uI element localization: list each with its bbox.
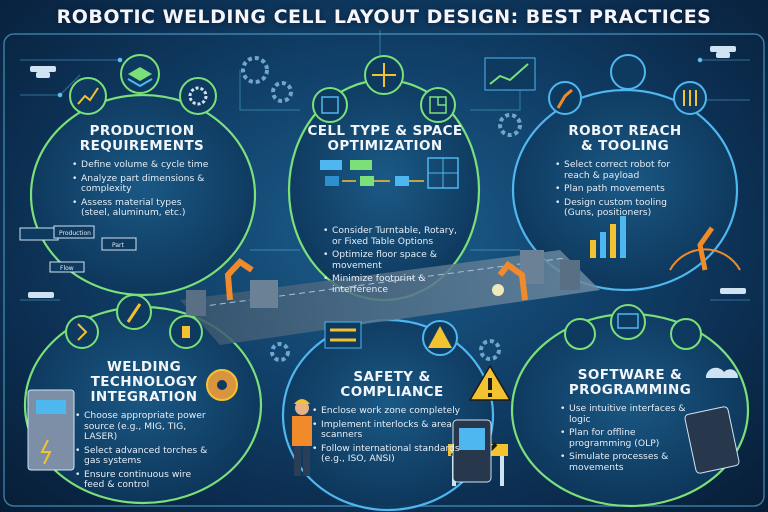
bullet-list: Use intuitive interfaces & logic Plan fo… xyxy=(560,403,700,473)
bar-chart-icon xyxy=(69,77,107,115)
gear-icon xyxy=(179,77,217,115)
list-item: Plan for offline programming (OLP) xyxy=(560,427,700,449)
list-item: Choose appropriate power source (e.g., M… xyxy=(75,410,213,443)
cell-icons xyxy=(312,55,459,189)
robot-icons xyxy=(484,54,741,271)
heading-line: & TOOLING xyxy=(580,138,670,154)
robot-arm-graphic xyxy=(697,226,715,271)
bullet-list: Choose appropriate power source (e.g., M… xyxy=(75,410,213,491)
reach-arc xyxy=(669,248,741,271)
gear-decorations xyxy=(241,56,522,362)
heading-line: REQUIREMENTS xyxy=(79,138,205,154)
heading-line: OPTIMIZATION xyxy=(327,138,443,154)
safety-compliance-panel: SAFETY & COMPLIANCE Enclose work zone co… xyxy=(312,370,472,468)
chart-monitor-icon xyxy=(484,57,536,91)
weld-spark xyxy=(492,284,504,296)
list-item: Optimize floor space & movement xyxy=(323,249,465,271)
production-flow-diagram: Production Part Flow xyxy=(19,225,137,273)
list-item: Consider Turntable, Rotary, or Fixed Tab… xyxy=(323,225,465,247)
factory-scene: Production Part Flow xyxy=(19,225,600,345)
list-item: Enclose work zone completely xyxy=(312,405,472,417)
list-item: Select correct robot for reach & payload xyxy=(555,159,695,181)
bullet-list: Define volume & cycle time Analyze part … xyxy=(72,159,212,219)
bullet-list: Enclose work zone completely Implement i… xyxy=(312,405,472,465)
flow-label-part: Part xyxy=(112,242,124,249)
panel-heading: SOFTWARE & PROGRAMMING xyxy=(560,368,700,398)
heading-line: SOFTWARE & xyxy=(577,367,683,383)
worker-graphic xyxy=(292,399,312,476)
robot-bar-chart xyxy=(590,216,626,258)
list-item: Follow international standards (e.g., IS… xyxy=(312,443,472,465)
grid-icon xyxy=(312,87,348,123)
welding-technology-panel: WELDING TECHNOLOGY INTEGRATION Choose ap… xyxy=(75,360,213,494)
flow-label-production: Production xyxy=(59,230,91,237)
robot-reach-tooling-panel: ROBOT REACH & TOOLING Select correct rob… xyxy=(555,124,695,222)
heading-line: PRODUCTION xyxy=(89,123,195,139)
heading-line: INTEGRATION xyxy=(90,389,198,405)
panel-heading: SAFETY & COMPLIANCE xyxy=(312,370,472,400)
heading-line: ROBOT REACH xyxy=(568,123,682,139)
welding-icons xyxy=(27,294,238,471)
heading-line: WELDING xyxy=(106,359,182,375)
network-icon xyxy=(670,318,702,350)
list-item: Select advanced torches & gas systems xyxy=(75,445,213,467)
heading-line: CELL TYPE & SPACE xyxy=(307,123,463,139)
heading-line: SAFETY & xyxy=(353,369,431,385)
code-icon xyxy=(564,318,596,350)
panel-heading: CELL TYPE & SPACE OPTIMIZATION xyxy=(305,124,465,154)
robot-arm-left xyxy=(224,258,254,301)
list-item: Assess material types (steel, aluminum, … xyxy=(72,197,212,219)
list-item: Use intuitive interfaces & logic xyxy=(560,403,700,425)
list-item: Plan path movements xyxy=(555,183,695,195)
list-item: Analyze part dimensions & complexity xyxy=(72,173,212,195)
list-item: Minimize footprint & interference xyxy=(323,273,465,295)
drone-icons xyxy=(28,46,746,298)
flow-label-flow: Flow xyxy=(60,265,74,272)
panel-heading: PRODUCTION REQUIREMENTS xyxy=(72,124,212,154)
cell-flow-diagram xyxy=(320,157,459,189)
list-item: Design custom tooling (Guns, positioners… xyxy=(555,197,695,219)
panel-heading: WELDING TECHNOLOGY INTEGRATION xyxy=(75,360,213,405)
panel-heading: ROBOT REACH & TOOLING xyxy=(555,124,695,154)
heading-line: TECHNOLOGY xyxy=(90,374,198,390)
list-item: Implement interlocks & area scanners xyxy=(312,419,472,441)
heading-line: PROGRAMMING xyxy=(568,382,692,398)
robot-head-icon xyxy=(610,54,646,90)
heading-line: COMPLIANCE xyxy=(340,384,444,400)
bullet-list: Select correct robot for reach & payload… xyxy=(555,159,695,219)
cell-type-space-panel: CELL TYPE & SPACE OPTIMIZATION Consider … xyxy=(305,124,465,298)
gate-icon xyxy=(324,321,362,349)
list-item: Simulate processes & movements xyxy=(560,451,700,473)
software-programming-panel: SOFTWARE & PROGRAMMING Use intuitive int… xyxy=(560,368,700,476)
cloud-icon xyxy=(706,367,739,378)
bullet-list: Consider Turntable, Rotary, or Fixed Tab… xyxy=(305,225,465,295)
list-item: Ensure continuous wire feed & control xyxy=(75,469,213,491)
monitor-icon xyxy=(610,304,646,340)
welder-icon xyxy=(65,315,99,349)
page-title: ROBOTIC WELDING CELL LAYOUT DESIGN: BEST… xyxy=(56,6,712,28)
production-bubble xyxy=(29,93,257,297)
robot-arm-right xyxy=(497,260,528,301)
production-icons xyxy=(69,54,217,115)
production-requirements-panel: PRODUCTION REQUIREMENTS Define volume & … xyxy=(72,124,212,222)
list-item: Define volume & cycle time xyxy=(72,159,212,171)
